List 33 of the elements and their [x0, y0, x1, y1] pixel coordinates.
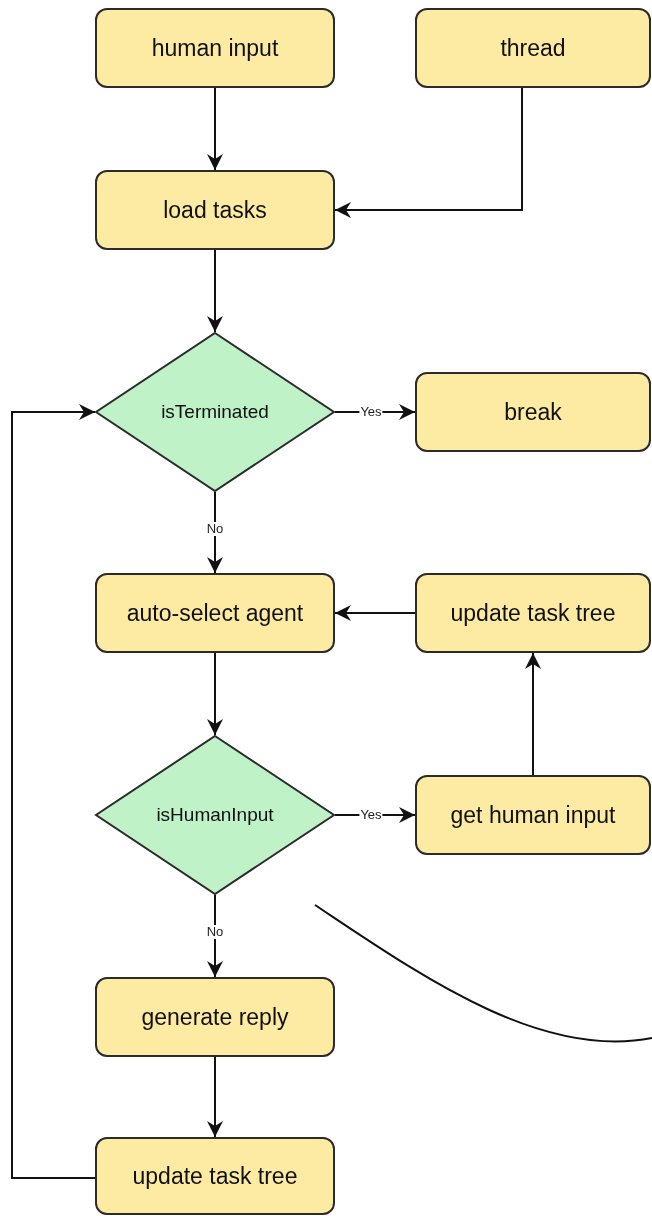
arrow: [525, 652, 541, 776]
process-label: break: [504, 398, 562, 426]
decision-label: isHumanInput: [156, 804, 274, 826]
arrow: [207, 894, 223, 978]
arrow: [207, 652, 223, 736]
edge-label: Yes: [359, 405, 383, 419]
process-label: generate reply: [141, 1003, 289, 1031]
edge-label: No: [205, 521, 225, 536]
arrow: [207, 87, 223, 171]
process-box: [95, 977, 335, 1057]
arrow: [334, 87, 523, 218]
process-label: human input: [151, 34, 279, 62]
arrow: [207, 249, 223, 333]
process-label: update task tree: [450, 599, 616, 627]
process-box: [415, 775, 651, 855]
edge-label: Yes: [359, 808, 383, 822]
process-box: [95, 170, 335, 250]
arrow: [334, 605, 416, 621]
process-label: thread: [500, 34, 566, 62]
edge-label: No: [205, 925, 225, 939]
process-box: [95, 573, 335, 653]
decision-label: isTerminated: [161, 401, 269, 423]
process-box: [415, 8, 651, 88]
process-label: load tasks: [163, 196, 267, 224]
process-box: [415, 573, 651, 653]
process-box: [415, 372, 651, 452]
process-label: update task tree: [132, 1162, 298, 1190]
process-box: [95, 8, 335, 88]
arrow: [207, 1056, 223, 1138]
arrow: [11, 404, 96, 1179]
process-label: auto-select agent: [126, 599, 304, 627]
process-box: [95, 1137, 335, 1215]
process-label: get human input: [450, 801, 616, 829]
